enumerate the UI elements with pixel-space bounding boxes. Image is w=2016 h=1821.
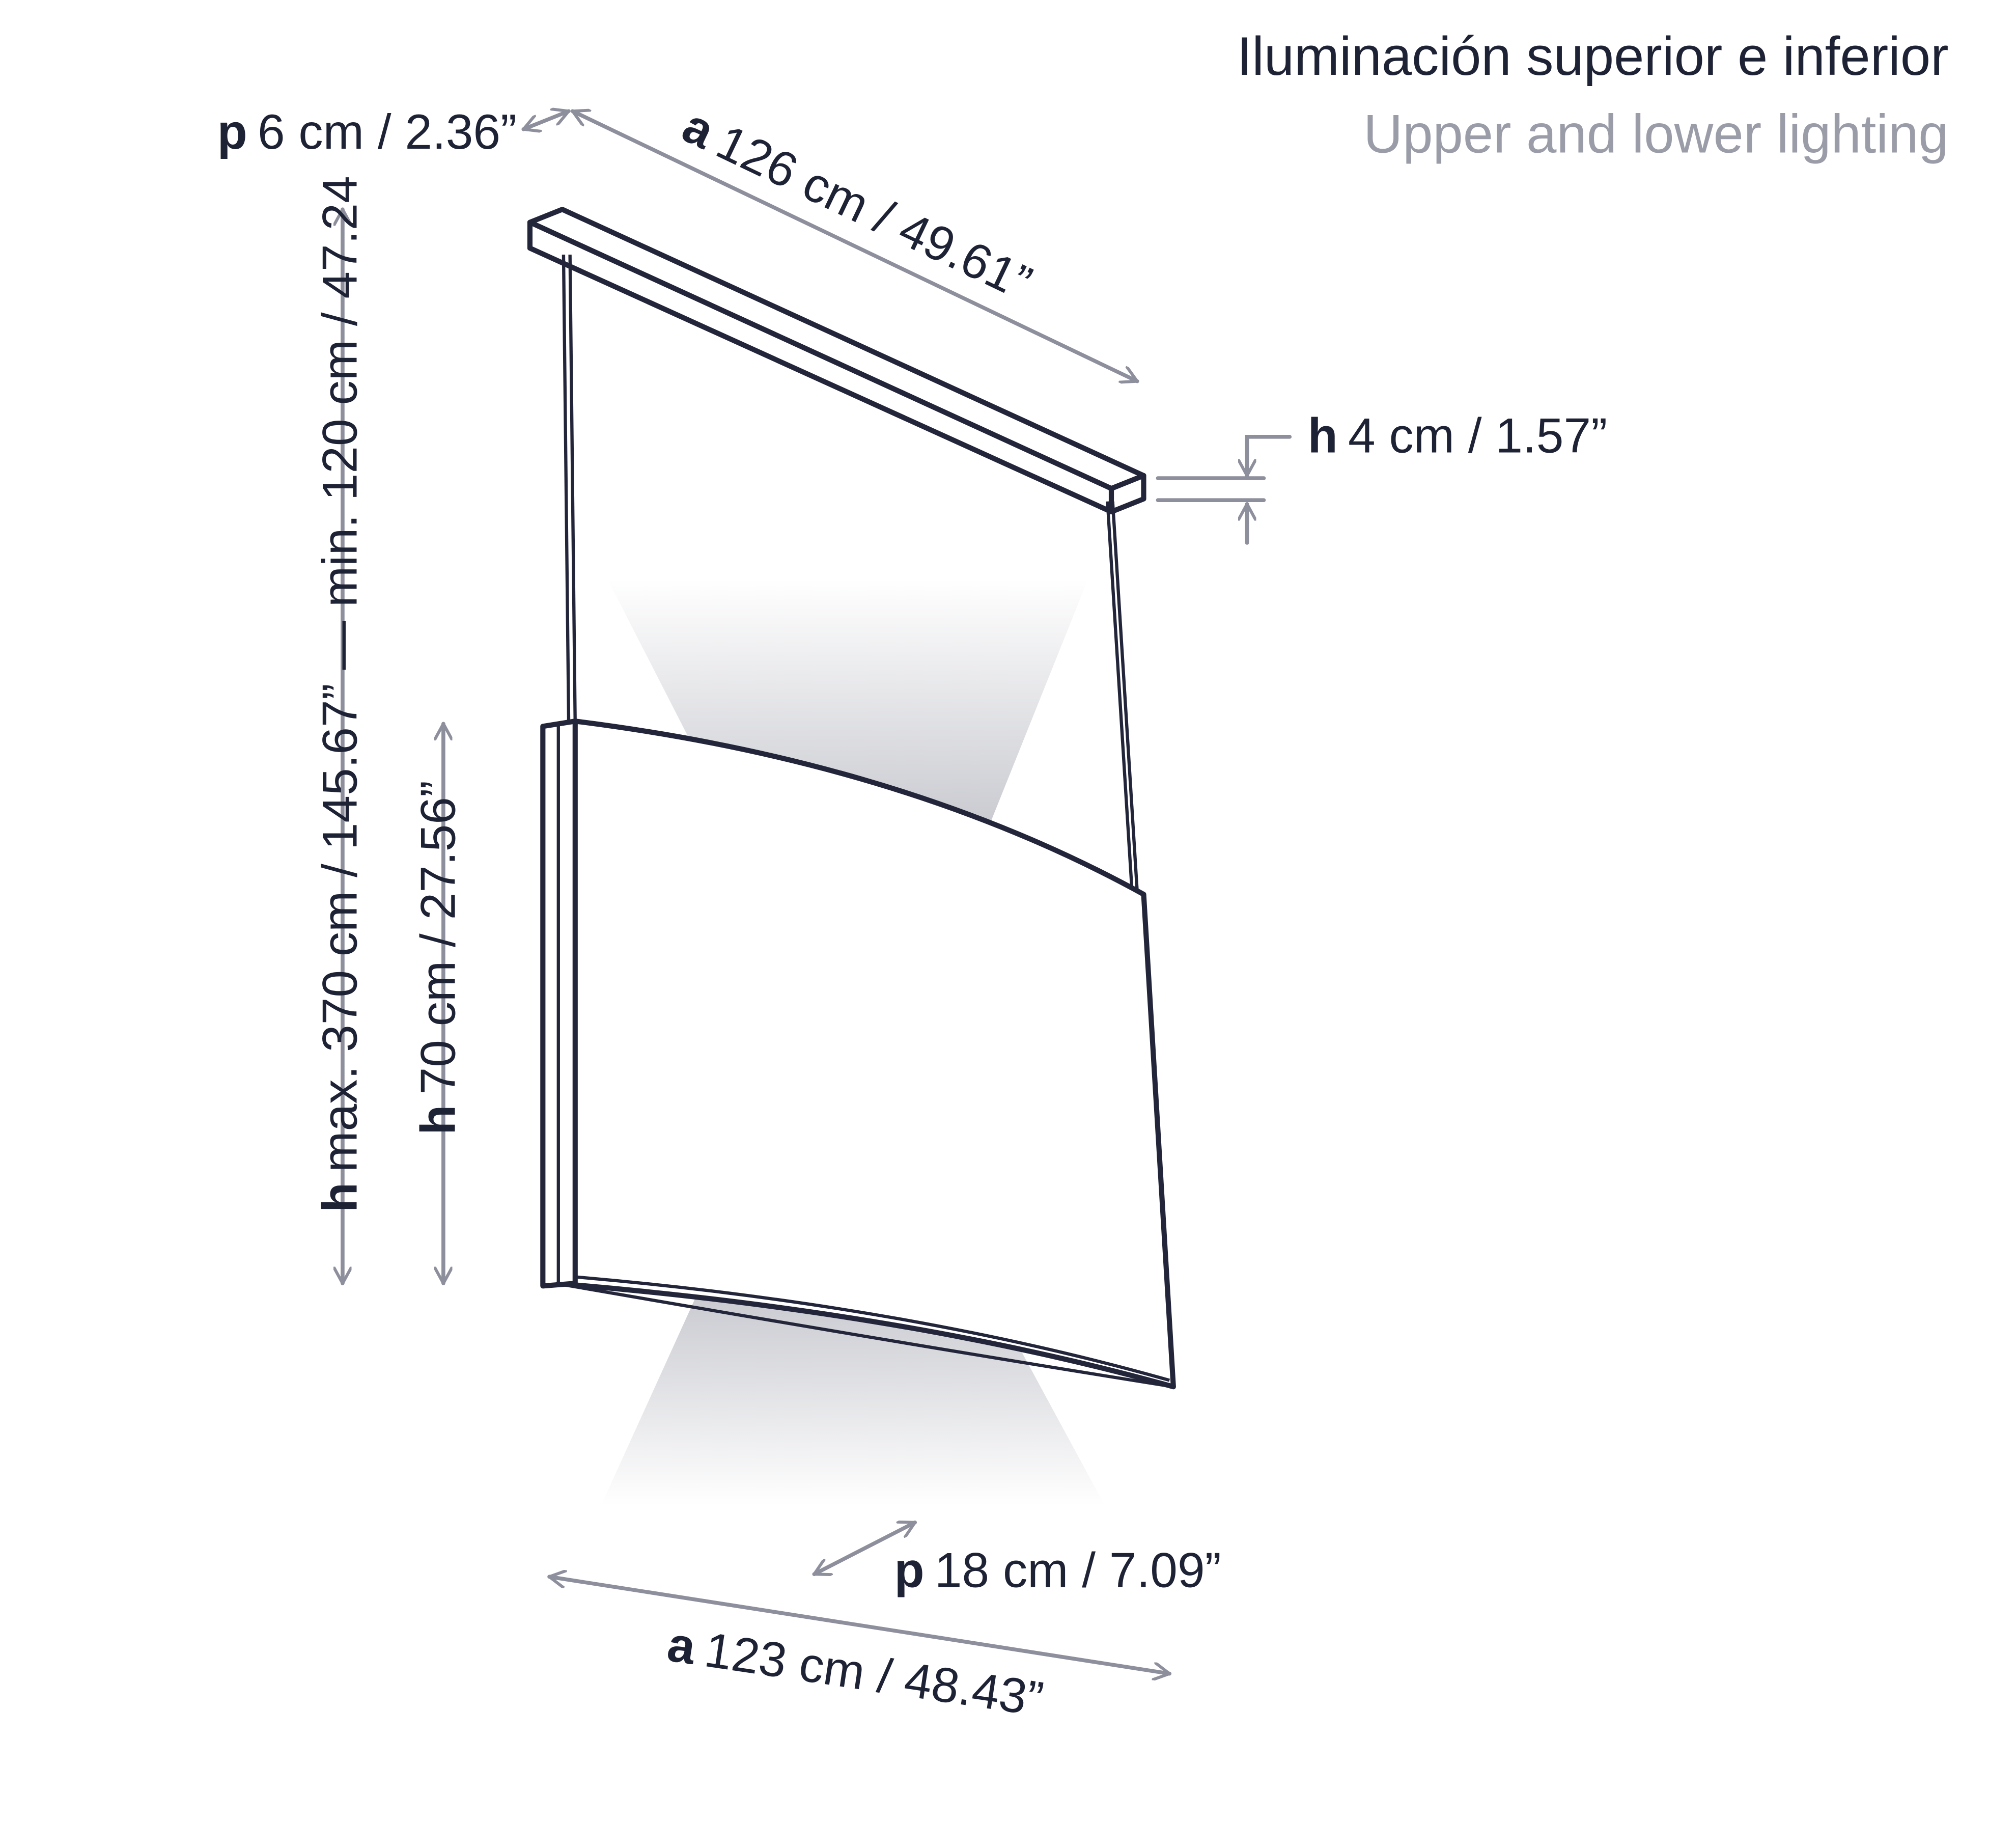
total-height-label: hmax. 370 cm / 145.67” — min. 120 cm / 4… xyxy=(313,176,368,1212)
lower-light-cone xyxy=(601,1292,1105,1506)
canopy xyxy=(527,207,1146,515)
lamp-shade xyxy=(540,719,1176,1390)
title-es: Iluminación superior e inferior xyxy=(1237,26,1949,87)
upper-light-cone xyxy=(607,579,1088,827)
title-en: Upper and lower lighting xyxy=(1363,103,1948,164)
canopy-depth-arrow xyxy=(523,111,569,129)
canopy-height-arrows xyxy=(1156,435,1292,545)
canopy-width-arrow xyxy=(573,111,1137,381)
shade-depth-arrow xyxy=(814,1523,915,1575)
shade-height-label: h70 cm / 27.56” xyxy=(411,781,465,1135)
shade-width-arrow xyxy=(549,1577,1169,1673)
canopy-width-label: a126 cm / 49.61” xyxy=(675,98,1040,311)
